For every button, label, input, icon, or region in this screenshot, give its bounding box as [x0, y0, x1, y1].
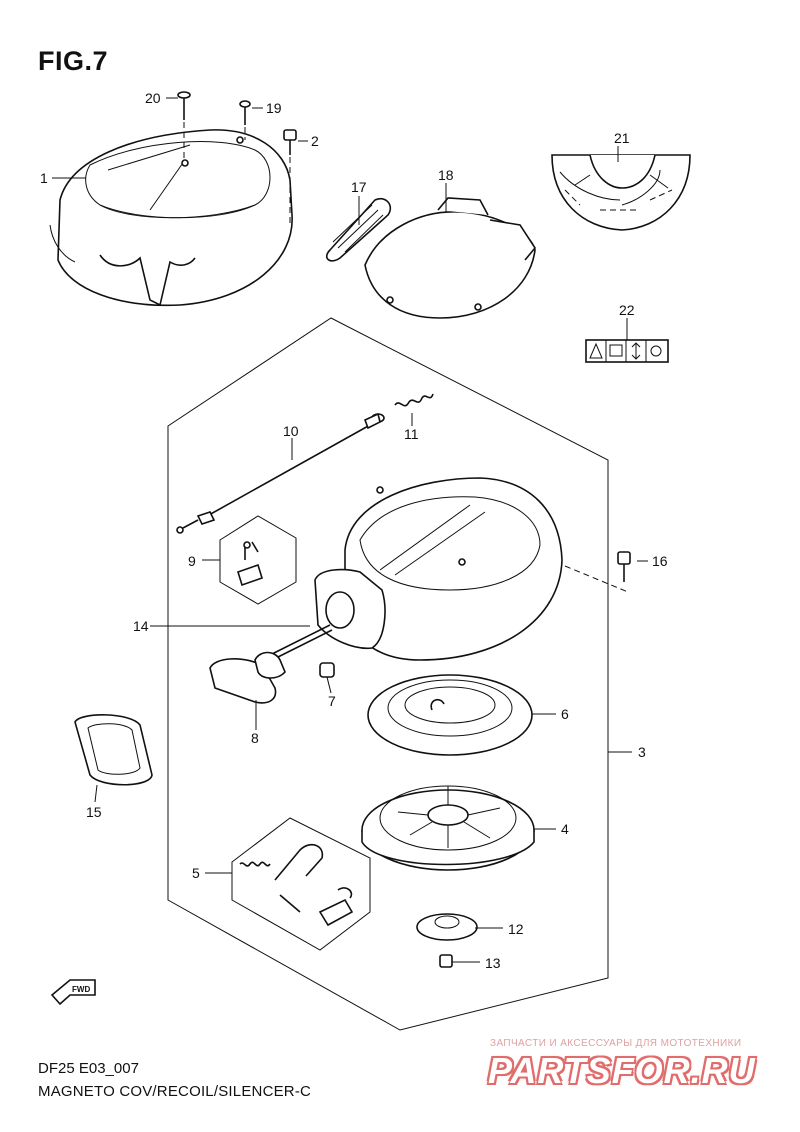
callout-7: 7	[328, 693, 336, 709]
part-11-spring	[371, 393, 434, 423]
callout-6: 6	[561, 706, 569, 722]
part-18-silencer-case	[364, 197, 536, 319]
part-7-bushing	[319, 662, 335, 678]
callout-10: 10	[283, 423, 299, 439]
part-4-reel	[361, 785, 535, 871]
callout-12: 12	[508, 921, 524, 937]
part-22-warning-label	[585, 339, 669, 363]
part-17-intake-grille	[325, 197, 392, 262]
callout-14: 14	[133, 618, 149, 634]
assembly-3-outline	[167, 317, 609, 1031]
part-8-handle	[209, 651, 286, 704]
part-10-cable	[176, 412, 381, 534]
recoil-starter-case	[314, 477, 563, 661]
part-14-rope	[269, 624, 333, 661]
part-6-recoil-spring	[367, 674, 533, 756]
part-13-bolt	[439, 954, 453, 968]
watermark-tagline: ЗАПЧАСТИ И АКСЕССУАРЫ ДЛЯ МОТОТЕХНИКИ	[490, 1038, 742, 1049]
part-2-bolt	[283, 129, 297, 225]
callout-11: 11	[404, 426, 419, 442]
part-12-washer	[416, 913, 478, 941]
callout-21: 21	[614, 130, 630, 146]
figure-name: MAGNETO COV/RECOIL/SILENCER-C	[38, 1083, 312, 1100]
callout-17: 17	[351, 179, 367, 195]
callout-9: 9	[188, 553, 196, 569]
callout-8: 8	[251, 730, 259, 746]
callout-5: 5	[192, 865, 200, 881]
callout-16: 16	[652, 553, 668, 569]
part-21-silencer-mesh	[551, 154, 691, 231]
figure-title: FIG.7	[38, 46, 109, 76]
part-9-bracket-kit	[219, 515, 297, 605]
callout-19: 19	[266, 100, 282, 116]
model-code: DF25 E03_007	[38, 1060, 139, 1077]
watermark-logo: PARTSFOR.RU	[488, 1050, 756, 1091]
part-16-bolt	[564, 551, 631, 593]
fwd-label: FWD	[72, 985, 90, 994]
part-5-ratchet-kit	[231, 817, 371, 951]
part-15-silencer-seal	[74, 714, 153, 786]
callout-4: 4	[561, 821, 569, 837]
part-19-screw	[239, 100, 251, 140]
callout-labels: 1 2 3 4 5 6 7 8 9 10 11 12 13 14 15 16 1…	[40, 90, 668, 971]
part-20-screw	[177, 91, 191, 160]
callout-3: 3	[638, 744, 646, 760]
callout-15: 15	[86, 804, 102, 820]
callout-18: 18	[438, 167, 454, 183]
callout-20: 20	[145, 90, 161, 106]
callout-22: 22	[619, 302, 635, 318]
callout-1: 1	[40, 170, 48, 186]
leader-lines	[52, 97, 648, 963]
callout-13: 13	[485, 955, 501, 971]
callout-2: 2	[311, 133, 319, 149]
fwd-direction-marker: FWD	[50, 979, 96, 1006]
part-1-magneto-cover	[49, 129, 293, 307]
